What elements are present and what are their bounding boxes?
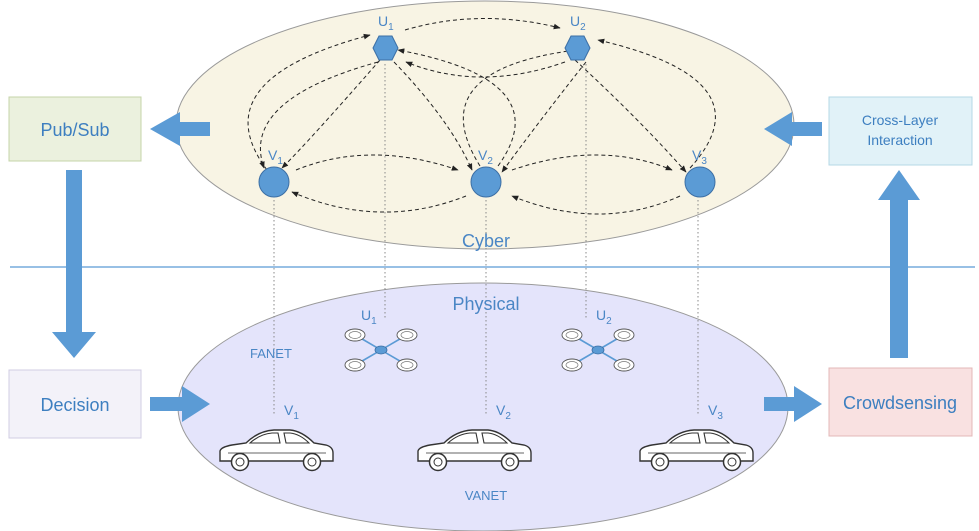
- crosslayer-box: Cross-Layer Interaction: [828, 96, 973, 166]
- svg-text:V3: V3: [708, 402, 723, 422]
- cyber-node-u2: U2: [564, 13, 591, 61]
- svg-text:V1: V1: [284, 402, 299, 422]
- arrow-icon: [764, 112, 822, 146]
- physical-node-u2: U2: [561, 307, 635, 372]
- svg-text:Interaction: Interaction: [867, 132, 932, 148]
- hexagon-node-icon: [372, 35, 399, 61]
- vanet-label: VANET: [465, 488, 507, 503]
- crowdsensing-box: Crowdsensing: [828, 367, 973, 437]
- circle-node-icon: [684, 166, 716, 198]
- cyber-label: Cyber: [462, 231, 510, 251]
- pubsub-box: Pub/Sub: [8, 96, 142, 162]
- cyber-node-v2: V2: [470, 147, 502, 198]
- physical-label: Physical: [452, 294, 519, 314]
- arrow-icon: [764, 386, 822, 422]
- cyber-node-u1: U1: [372, 13, 399, 61]
- circle-node-icon: [470, 166, 502, 198]
- arrow-icon: [150, 386, 210, 422]
- cyber-ellipse: [175, 0, 795, 250]
- arrow-icon: [150, 112, 210, 146]
- hexagon-node-icon: [564, 35, 591, 61]
- svg-text:V1: V1: [268, 147, 283, 167]
- svg-text:U2: U2: [570, 13, 586, 33]
- svg-text:Cross-Layer: Cross-Layer: [862, 112, 939, 128]
- svg-text:Crowdsensing: Crowdsensing: [843, 393, 957, 413]
- svg-text:U1: U1: [361, 307, 377, 327]
- svg-text:V3: V3: [692, 147, 707, 167]
- svg-text:V2: V2: [478, 147, 493, 167]
- physical-node-v2: V2: [417, 402, 532, 472]
- mapping-lines: [273, 64, 699, 415]
- svg-text:Pub/Sub: Pub/Sub: [40, 120, 109, 140]
- svg-text:Decision: Decision: [40, 395, 109, 415]
- physical-node-u1: U1: [344, 307, 418, 372]
- cyber-node-v3: V3: [684, 147, 716, 198]
- interaction-arrows: [247, 17, 716, 215]
- physical-node-v1: V1: [219, 402, 334, 472]
- decision-box: Decision: [8, 369, 142, 439]
- arrow-icon: [52, 170, 96, 358]
- svg-text:U2: U2: [596, 307, 612, 327]
- arrow-icon: [878, 170, 920, 358]
- fanet-label: FANET: [250, 346, 292, 361]
- svg-text:V2: V2: [496, 402, 511, 422]
- svg-text:U1: U1: [378, 13, 394, 33]
- cyber-node-v1: V1: [258, 147, 290, 198]
- circle-node-icon: [258, 166, 290, 198]
- physical-node-v3: V3: [639, 402, 754, 472]
